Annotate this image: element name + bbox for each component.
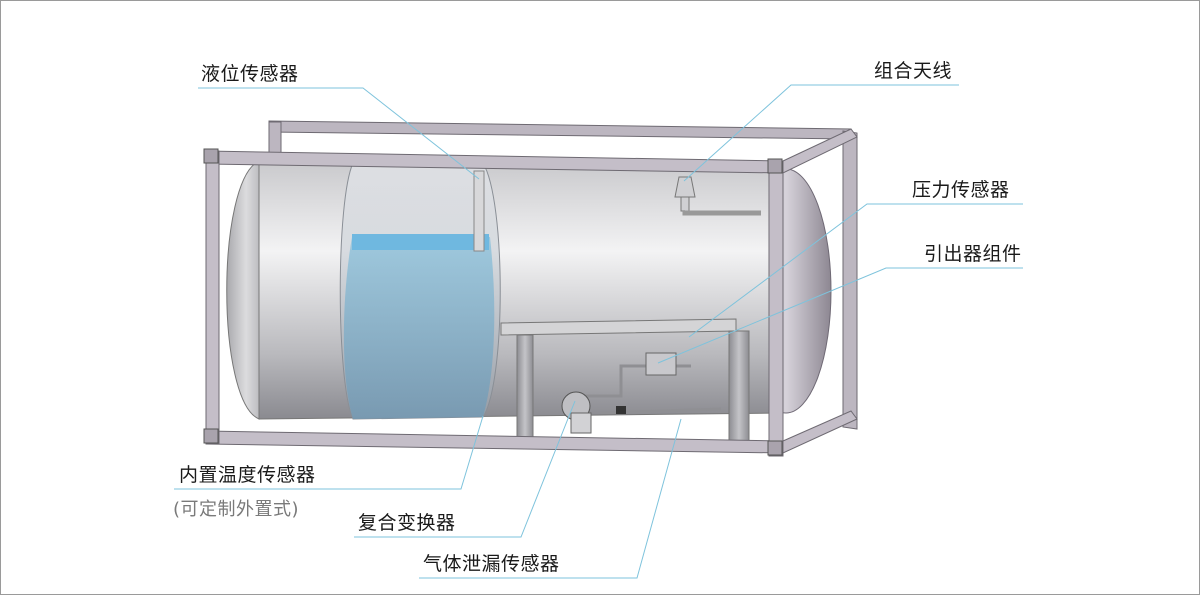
label-temperature-customizable-note: (可定制外置式)	[173, 499, 300, 520]
label-liquid-level-sensor: 液位传感器	[201, 63, 299, 85]
liquid-fill	[343, 237, 495, 419]
callout-line-antenna	[683, 84, 959, 182]
label-gas-leak-sensor: 气体泄漏传感器	[423, 553, 560, 575]
callout-line-gas-leak	[419, 418, 682, 579]
back-frame	[268, 120, 858, 430]
callout-line-lead-out	[657, 267, 1023, 364]
label-composite-transducer: 复合变换器	[358, 512, 456, 534]
callout-lines	[174, 84, 1023, 579]
label-built-in-temperature-sensor: 内置温度传感器	[179, 464, 316, 486]
label-lead-out-assembly: 引出器组件	[924, 243, 1022, 265]
callout-line-transducer	[354, 400, 576, 538]
callout-line-temperature	[174, 415, 484, 490]
callout-line-pressure	[688, 203, 1023, 338]
front-frame	[205, 128, 858, 457]
corner-castings	[203, 148, 783, 456]
level-probe	[473, 170, 485, 252]
antenna-assembly	[674, 176, 761, 216]
callout-line-liquid-level	[198, 87, 480, 180]
tank-left-end-cap	[226, 160, 260, 420]
label-combined-antenna: 组合天线	[874, 60, 953, 82]
label-pressure-sensor: 压力传感器	[912, 179, 1010, 201]
valve-cabinet	[500, 318, 750, 444]
liquid-surface	[352, 234, 489, 250]
